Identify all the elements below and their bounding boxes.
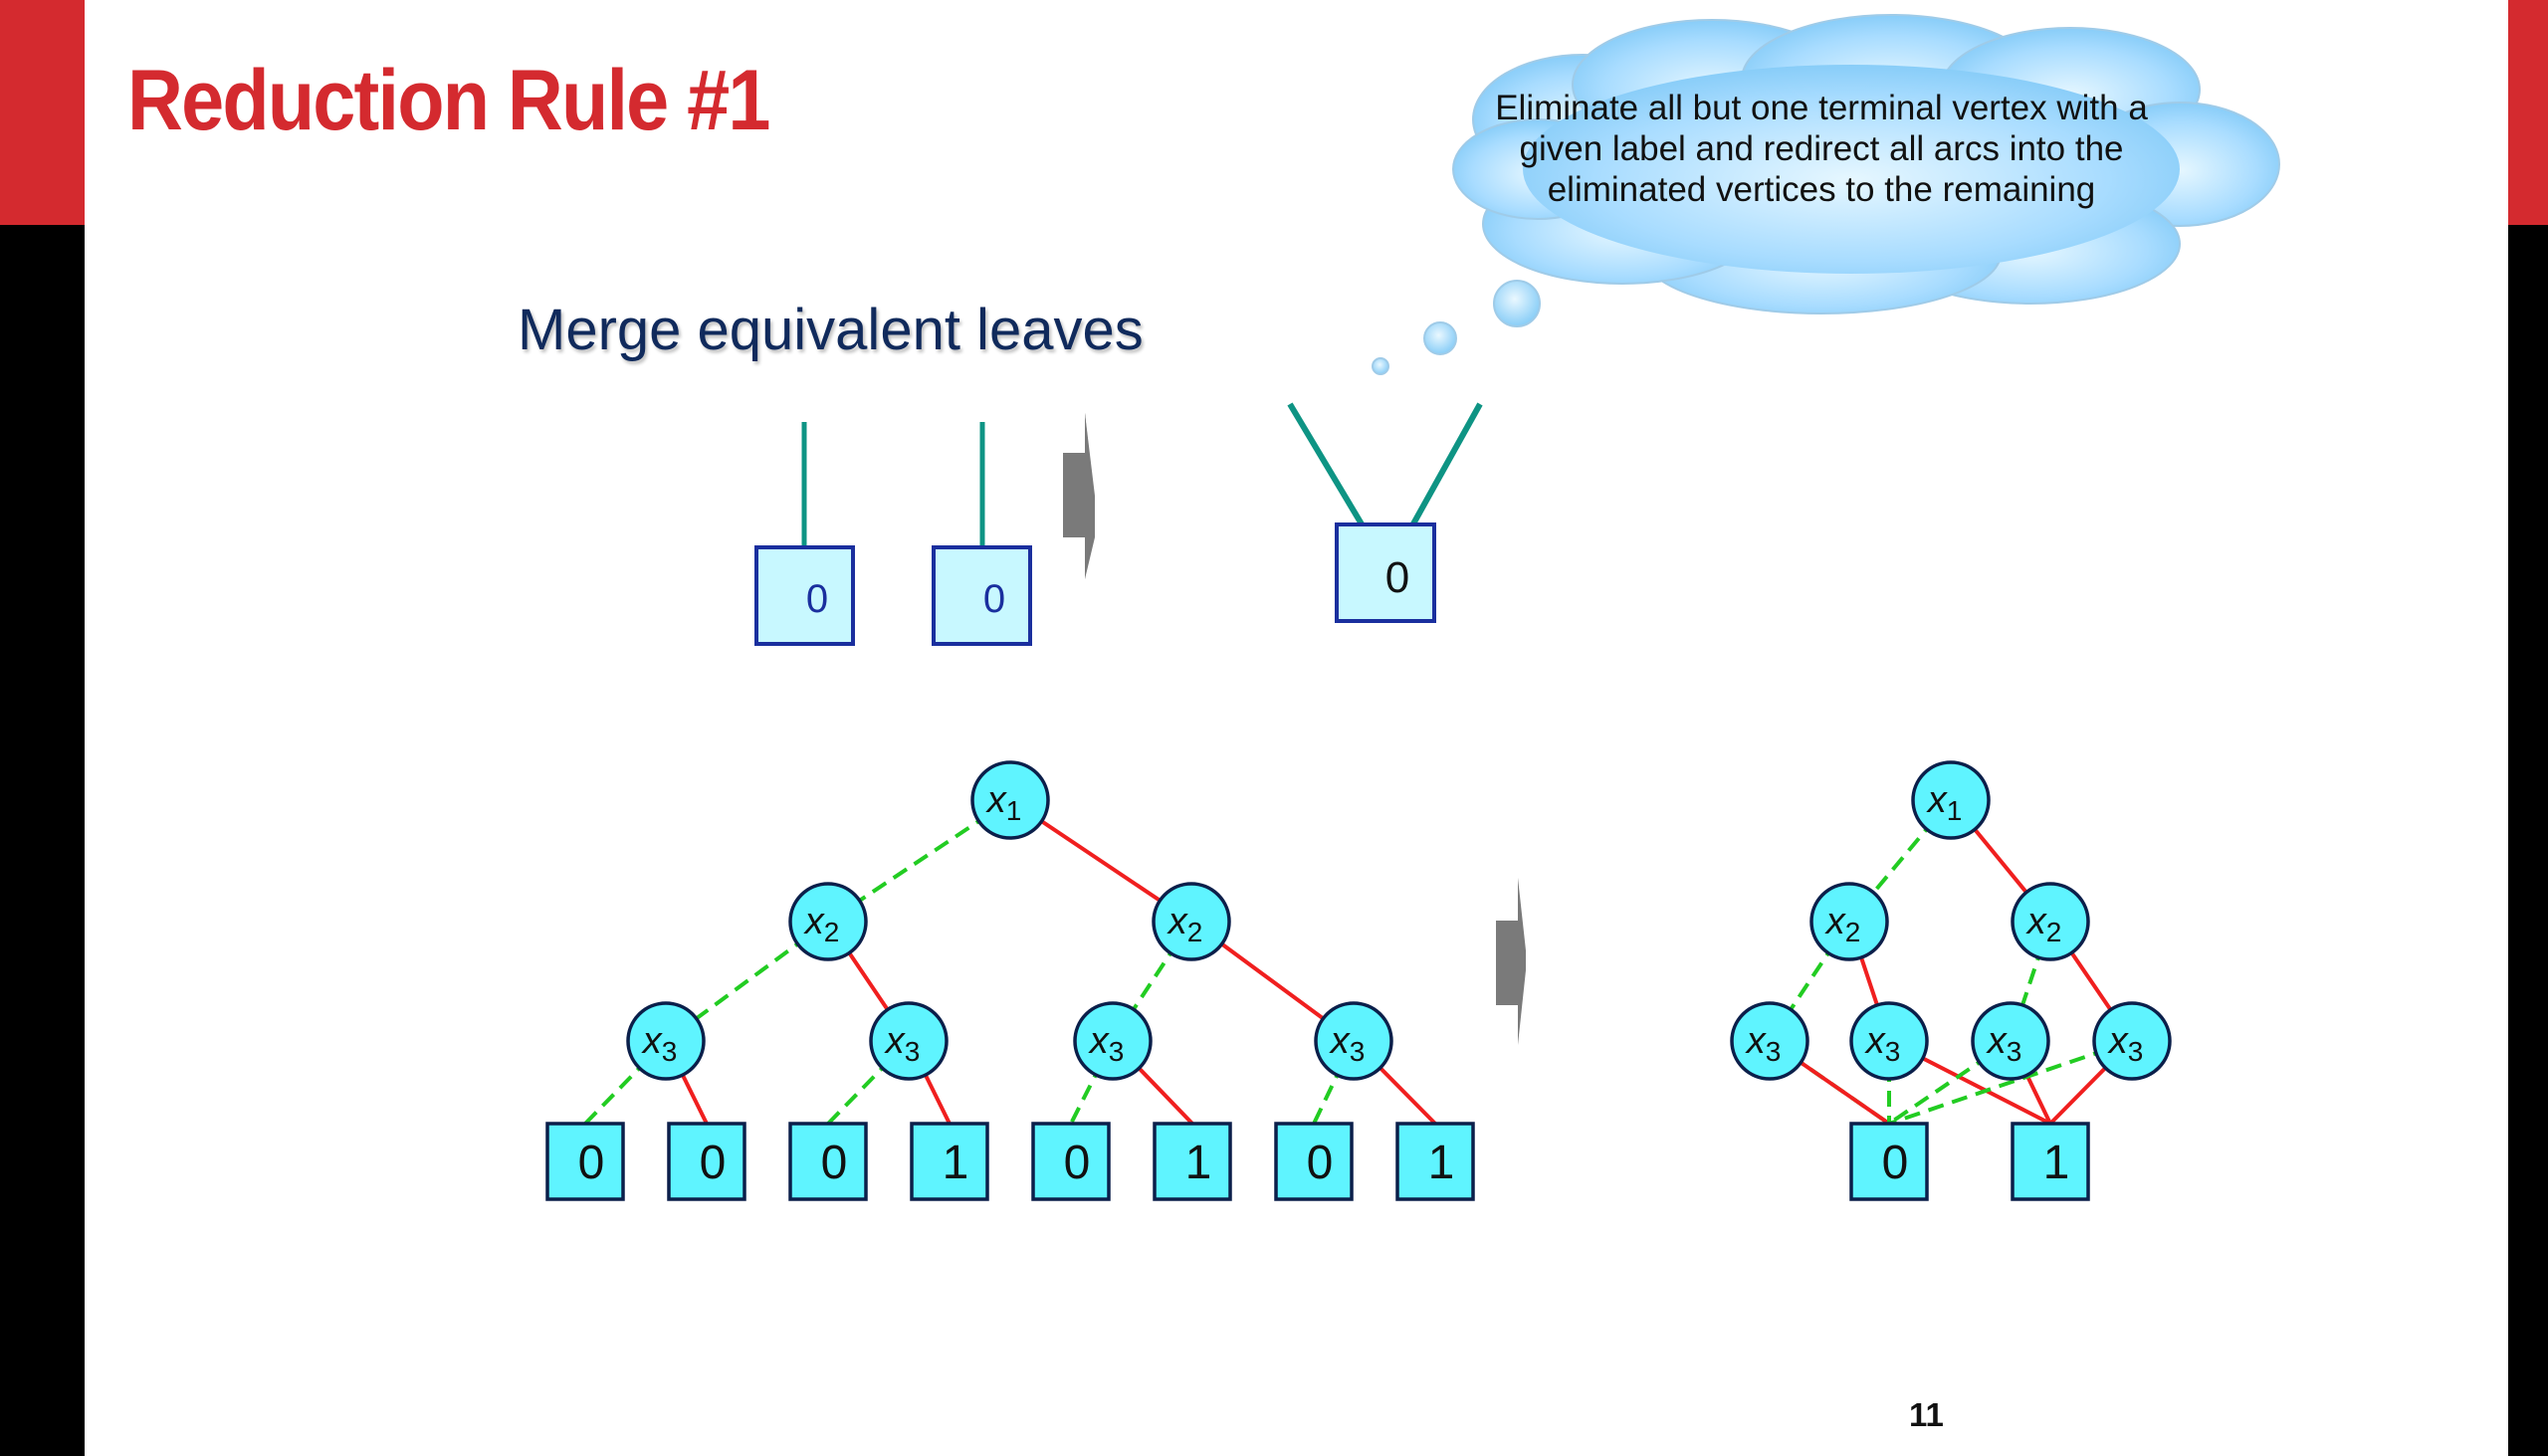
before-leaf: 0 — [932, 545, 1032, 646]
before-leaf-label-1: 0 — [806, 577, 828, 621]
bdd-variable-node: x3 — [1314, 1001, 1393, 1081]
node-subscript: 3 — [2007, 1036, 2022, 1067]
low-edge — [1888, 1039, 2133, 1126]
bdd-variable-node: x3 — [1730, 1001, 1809, 1081]
bdd-terminal-leaf: 1 — [1153, 1122, 1232, 1201]
thought-cloud — [1372, 14, 2280, 375]
bdd-variable-node: x3 — [1971, 1001, 2050, 1081]
node-subscript: 2 — [1187, 917, 1203, 947]
leaf-label: 1 — [1185, 1137, 1212, 1189]
node-subscript: 3 — [662, 1036, 678, 1067]
bdd-edges — [583, 798, 1437, 1126]
slide-title: Reduction Rule #1 — [127, 53, 770, 148]
leaf-label: 0 — [821, 1137, 848, 1189]
transform-arrow-bottom — [1496, 878, 1526, 1045]
node-subscript: 2 — [1845, 917, 1861, 947]
leaf-label: 0 — [700, 1137, 727, 1189]
bdd-variable-node: x2 — [1152, 882, 1231, 961]
node-subscript: 3 — [1109, 1036, 1125, 1067]
node-subscript: 1 — [1006, 795, 1022, 826]
bdd-terminal-leaf: 0 — [1849, 1122, 1929, 1201]
leaf-label: 0 — [578, 1137, 605, 1189]
bdd-terminal-leaf: 0 — [1031, 1122, 1111, 1201]
right-red-accent — [2508, 0, 2548, 225]
bdd-variable-node: x2 — [1809, 882, 1889, 961]
left-black-bar — [0, 0, 85, 1456]
bdd-variable-node: x2 — [788, 882, 868, 961]
node-subscript: 3 — [905, 1036, 921, 1067]
bdd-variable-node: x3 — [2092, 1001, 2172, 1081]
right-black-bar — [2508, 0, 2548, 1456]
low-edge — [826, 1039, 911, 1126]
simple-merge-example: 0 0 0 — [754, 402, 1483, 646]
leaf-label: 1 — [943, 1137, 969, 1189]
bdd-variable-node: x2 — [2011, 882, 2090, 961]
leaf-label: 0 — [1882, 1137, 1909, 1189]
bdd-edges — [1768, 798, 2134, 1126]
bdd-leaves: 0 0 0 1 0 1 0 1 — [545, 1122, 1475, 1201]
thought-bubble-medium — [1423, 321, 1457, 355]
low-edge — [583, 1039, 668, 1126]
left-red-accent — [0, 0, 85, 225]
node-subscript: 3 — [1766, 1036, 1782, 1067]
bdd-terminal-leaf: 0 — [545, 1122, 625, 1201]
bdd-terminal-leaf: 0 — [1274, 1122, 1354, 1201]
node-label: x3 — [1329, 1020, 1366, 1067]
cloud-explanation-text: Eliminate all but one terminal vertex wi… — [1495, 89, 2148, 209]
bdd-terminal-leaf: 1 — [2011, 1122, 2090, 1201]
thought-bubble-small — [1372, 357, 1389, 375]
bdd-variable-node: x3 — [626, 1001, 706, 1081]
after-leaf: 0 — [1335, 522, 1436, 623]
bdd-terminal-leaf: 0 — [788, 1122, 868, 1201]
leaf-label: 1 — [2043, 1137, 2070, 1189]
bdd-terminal-leaf: 1 — [1395, 1122, 1475, 1201]
before-leaf: 0 — [754, 545, 855, 646]
node-subscript: 2 — [824, 917, 840, 947]
leaf-label: 0 — [1064, 1137, 1091, 1189]
bdd-variable-node: x3 — [869, 1001, 949, 1081]
after-leaf-label: 0 — [1385, 553, 1409, 602]
thought-bubble-large — [1493, 280, 1541, 327]
node-subscript: 3 — [1350, 1036, 1366, 1067]
node-subscript: 1 — [1947, 795, 1963, 826]
before-leaf-label-2: 0 — [983, 577, 1005, 621]
page-number: 11 — [1909, 1396, 1944, 1433]
node-subscript: 3 — [1885, 1036, 1901, 1067]
bdd-terminal-leaf: 0 — [667, 1122, 746, 1201]
node-subscript: 2 — [2046, 917, 2062, 947]
bdd-variable-node: x3 — [1073, 1001, 1153, 1081]
bdd-variable-node: x1 — [970, 760, 1050, 840]
bdd-variable-node: x1 — [1911, 760, 1991, 840]
leaf-label: 1 — [1428, 1137, 1455, 1189]
bdd-terminal-leaf: 1 — [910, 1122, 989, 1201]
leaf-label: 0 — [1307, 1137, 1334, 1189]
bdd-variable-node: x3 — [1849, 1001, 1929, 1081]
node-label: x2 — [1167, 901, 1203, 947]
node-subscript: 3 — [2128, 1036, 2144, 1067]
slide-subtitle: Merge equivalent leaves — [518, 298, 1144, 362]
